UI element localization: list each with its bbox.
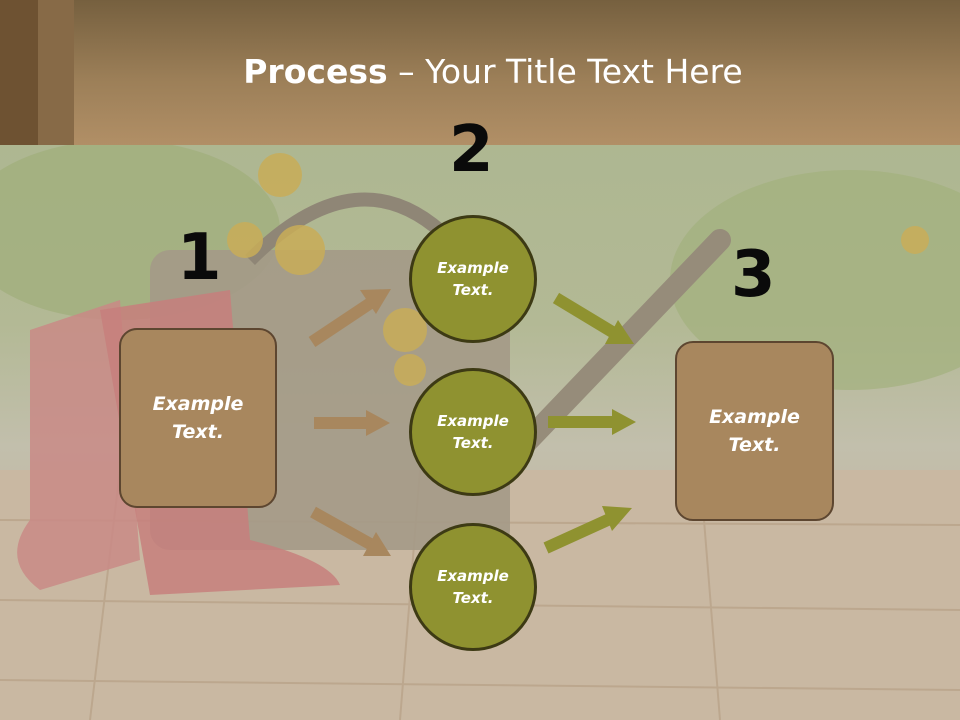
arrow-olive-mid <box>548 409 636 435</box>
step-number-3: 3 <box>731 238 776 312</box>
step1-box: Example Text. <box>119 328 277 508</box>
header-accent-strip <box>38 0 74 145</box>
step3-text: Example Text. <box>709 405 800 457</box>
title-rest: – Your Title Text Here <box>387 52 743 91</box>
circle-top-text: Example Text. <box>437 258 509 300</box>
circle-bottom-text: Example Text. <box>437 566 509 608</box>
step-number-2: 2 <box>449 113 494 187</box>
step3-box: Example Text. <box>675 341 834 521</box>
step1-text: Example Text. <box>152 392 244 444</box>
circle-middle-text: Example Text. <box>437 411 509 453</box>
arrow-olive-down <box>552 292 634 344</box>
header-accent-strip <box>0 0 38 145</box>
arrow-tan-up <box>308 289 391 347</box>
arrow-olive-up <box>543 506 632 554</box>
slide-title: Process – Your Title Text Here <box>0 52 960 91</box>
header-band <box>0 0 960 145</box>
title-bold: Process <box>243 52 388 91</box>
circle-top: Example Text. <box>409 215 537 343</box>
step-number-1: 1 <box>177 221 222 295</box>
arrow-tan-mid <box>314 410 390 436</box>
arrow-tan-down <box>310 506 391 556</box>
circle-bottom: Example Text. <box>409 523 537 651</box>
circle-middle: Example Text. <box>409 368 537 496</box>
